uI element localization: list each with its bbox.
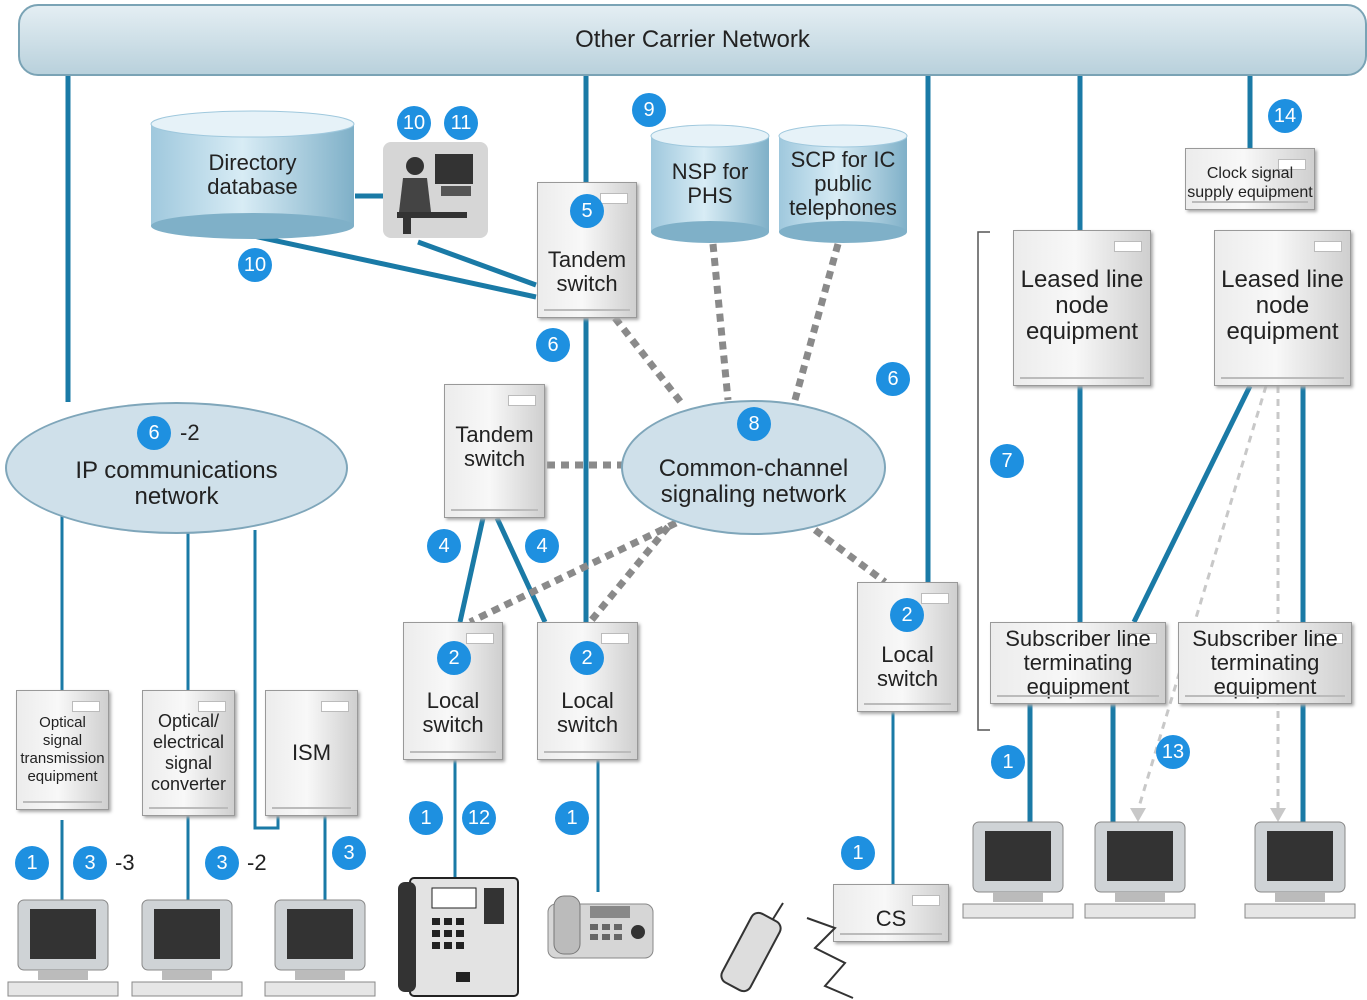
badge-1-phone-ic: 1 [409, 801, 443, 835]
badge-2-local-2: 2 [570, 641, 604, 675]
database-cylinder-icon [150, 110, 355, 239]
optical-electrical-signal-converter: Optical/ electrical signal converter [142, 690, 235, 816]
badge-1-desk-phone: 1 [555, 801, 589, 835]
badge-12: 12 [462, 801, 496, 835]
ip-communications-network: IP communications network [5, 402, 348, 534]
operator-terminal-icon [383, 142, 488, 238]
scp-for-ic-public-telephones: SCP for IC public telephones [778, 124, 908, 244]
directory-database-label: Directory database [207, 150, 298, 199]
tandem-switch-mid: Tandem switch [444, 384, 545, 518]
cs-equipment: CS [833, 884, 949, 942]
badge-11-operator: 11 [444, 106, 478, 140]
ip-network-label: IP communications network [75, 457, 278, 510]
clock-label: Clock signal supply equipment [1187, 165, 1313, 201]
ism-label: ISM [291, 740, 332, 765]
badge-7: 7 [990, 444, 1024, 478]
badge-3-converter: 3 [205, 846, 239, 880]
badge-3-ism: 3 [332, 836, 366, 870]
nsp-label: NSP for PHS [671, 159, 749, 208]
local-3-label: Local switch [876, 642, 939, 691]
ccs-network-label: Common-channel signaling network [658, 454, 849, 508]
subscriber-line-terminating-equipment-2: Subscriber line terminating equipment [1178, 622, 1352, 704]
other-carrier-network-banner: Other Carrier Network [18, 4, 1367, 76]
cs-label: CS [875, 906, 907, 931]
leased-line-node-equipment-2: Leased line node equipment [1214, 230, 1351, 386]
tandem-top-label: Tandem switch [547, 247, 627, 296]
leased-line-node-equipment-1: Leased line node equipment [1013, 230, 1151, 386]
operator-person-icon [397, 154, 473, 234]
badge-14: 14 [1268, 99, 1302, 133]
badge-1-subscriber: 1 [991, 745, 1025, 779]
banner-label: Other Carrier Network [575, 26, 810, 53]
badge-1-optical: 1 [15, 846, 49, 880]
leased-1-label: Leased line node equipment [1020, 266, 1144, 345]
optical-tx-label: Optical signal transmission equipment [20, 714, 105, 785]
subscriber-line-terminating-equipment-1: Subscriber line terminating equipment [990, 622, 1166, 704]
badge-1-cs: 1 [841, 836, 875, 870]
nsp-for-phs: NSP for PHS [650, 124, 770, 244]
scp-label: SCP for IC public telephones [789, 147, 897, 220]
badge-5: 5 [570, 194, 604, 228]
badge-6-tandem: 6 [536, 328, 570, 362]
badge-2-local-1: 2 [437, 641, 471, 675]
badge-6-ip: 6 [137, 416, 171, 450]
badge-4-left: 4 [427, 529, 461, 563]
badge-13: 13 [1156, 735, 1190, 769]
ism-equipment: ISM [265, 690, 358, 816]
local-1-label: Local switch [422, 688, 484, 737]
optical-signal-transmission-equipment: Optical signal transmission equipment [16, 690, 109, 810]
local-2-label: Local switch [556, 688, 619, 737]
badge-2-local-3: 2 [890, 598, 924, 632]
badge-10-operator: 10 [397, 106, 431, 140]
suffix-ip-2: -2 [180, 420, 200, 445]
leased-2-label: Leased line node equipment [1221, 266, 1344, 345]
oe-converter-label: Optical/ electrical signal converter [150, 711, 227, 794]
badge-8: 8 [737, 407, 771, 441]
suffix-converter-2: -2 [247, 850, 267, 875]
badge-10-directory: 10 [238, 248, 272, 282]
nsp-cylinder-icon [650, 124, 770, 243]
badge-6-right: 6 [876, 362, 910, 396]
suffix-optical-3: -3 [115, 850, 135, 875]
tandem-mid-label: Tandem switch [455, 422, 534, 471]
badge-4-right: 4 [525, 529, 559, 563]
badge-3-optical: 3 [73, 846, 107, 880]
directory-database: Directory database [150, 110, 355, 240]
clock-signal-supply-equipment: Clock signal supply equipment [1185, 148, 1315, 210]
scp-cylinder-icon [778, 124, 908, 243]
badge-9: 9 [632, 93, 666, 127]
sub-1-label: Subscriber line terminating equipment [1005, 626, 1151, 699]
sub-2-label: Subscriber line terminating equipment [1192, 626, 1338, 699]
